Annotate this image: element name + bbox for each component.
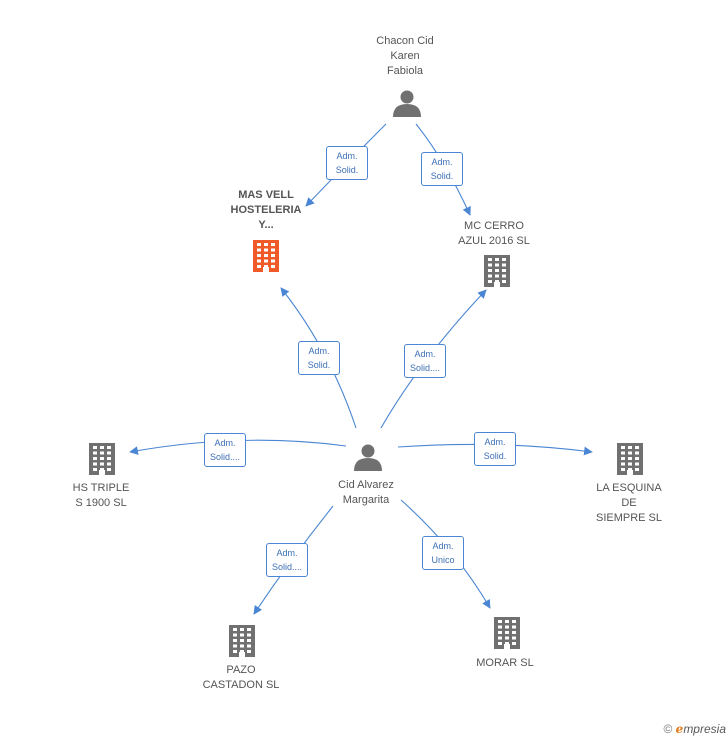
- node-label-esquina[interactable]: LA ESQUINA DE SIEMPRE SL: [595, 482, 663, 524]
- node-label-hstriple[interactable]: HS TRIPLE S 1900 SL: [72, 482, 130, 509]
- edge-label-cid-to-hstriple[interactable]: Adm. Solid....: [204, 433, 246, 467]
- masvell-building-icon[interactable]: [253, 240, 279, 272]
- edge-label-cid-to-morar[interactable]: Adm. Unico: [422, 536, 464, 570]
- chacon-person-icon[interactable]: [393, 90, 421, 118]
- node-label-chacon[interactable]: Chacon Cid Karen Fabiola: [376, 35, 434, 77]
- node-label-morar[interactable]: MORAR SL: [476, 657, 534, 669]
- node-label-masvell[interactable]: MAS VELL HOSTELERIA Y...: [230, 189, 302, 231]
- edge-label-chacon-to-mccerro[interactable]: Adm. Solid.: [421, 152, 463, 186]
- edges-layer: [129, 123, 593, 615]
- cid-person-icon[interactable]: [354, 444, 382, 472]
- hstriple-building-icon[interactable]: [89, 443, 115, 475]
- brand-name: mpresia: [683, 722, 726, 736]
- footer-brand: © empresia: [663, 722, 726, 736]
- edge-label-cid-to-esquina[interactable]: Adm. Solid.: [474, 432, 516, 466]
- copyright-symbol: ©: [663, 722, 673, 736]
- node-label-pazo[interactable]: PAZO CASTADON SL: [202, 664, 280, 691]
- edge-label-chacon-to-masvell[interactable]: Adm. Solid.: [326, 146, 368, 180]
- morar-building-icon[interactable]: [494, 617, 520, 649]
- mccerro-building-icon[interactable]: [484, 255, 510, 287]
- brand-initial: e: [675, 722, 684, 736]
- node-label-mccerro[interactable]: MC CERRO AZUL 2016 SL: [458, 220, 530, 247]
- node-label-cid[interactable]: Cid Alvarez Margarita: [338, 479, 394, 506]
- edge-label-cid-to-mccerro[interactable]: Adm. Solid....: [404, 344, 446, 378]
- pazo-building-icon[interactable]: [229, 625, 255, 657]
- edge-label-cid-to-masvell[interactable]: Adm. Solid.: [298, 341, 340, 375]
- esquina-building-icon[interactable]: [617, 443, 643, 475]
- icons-layer: [89, 90, 643, 657]
- edge-label-cid-to-pazo[interactable]: Adm. Solid....: [266, 543, 308, 577]
